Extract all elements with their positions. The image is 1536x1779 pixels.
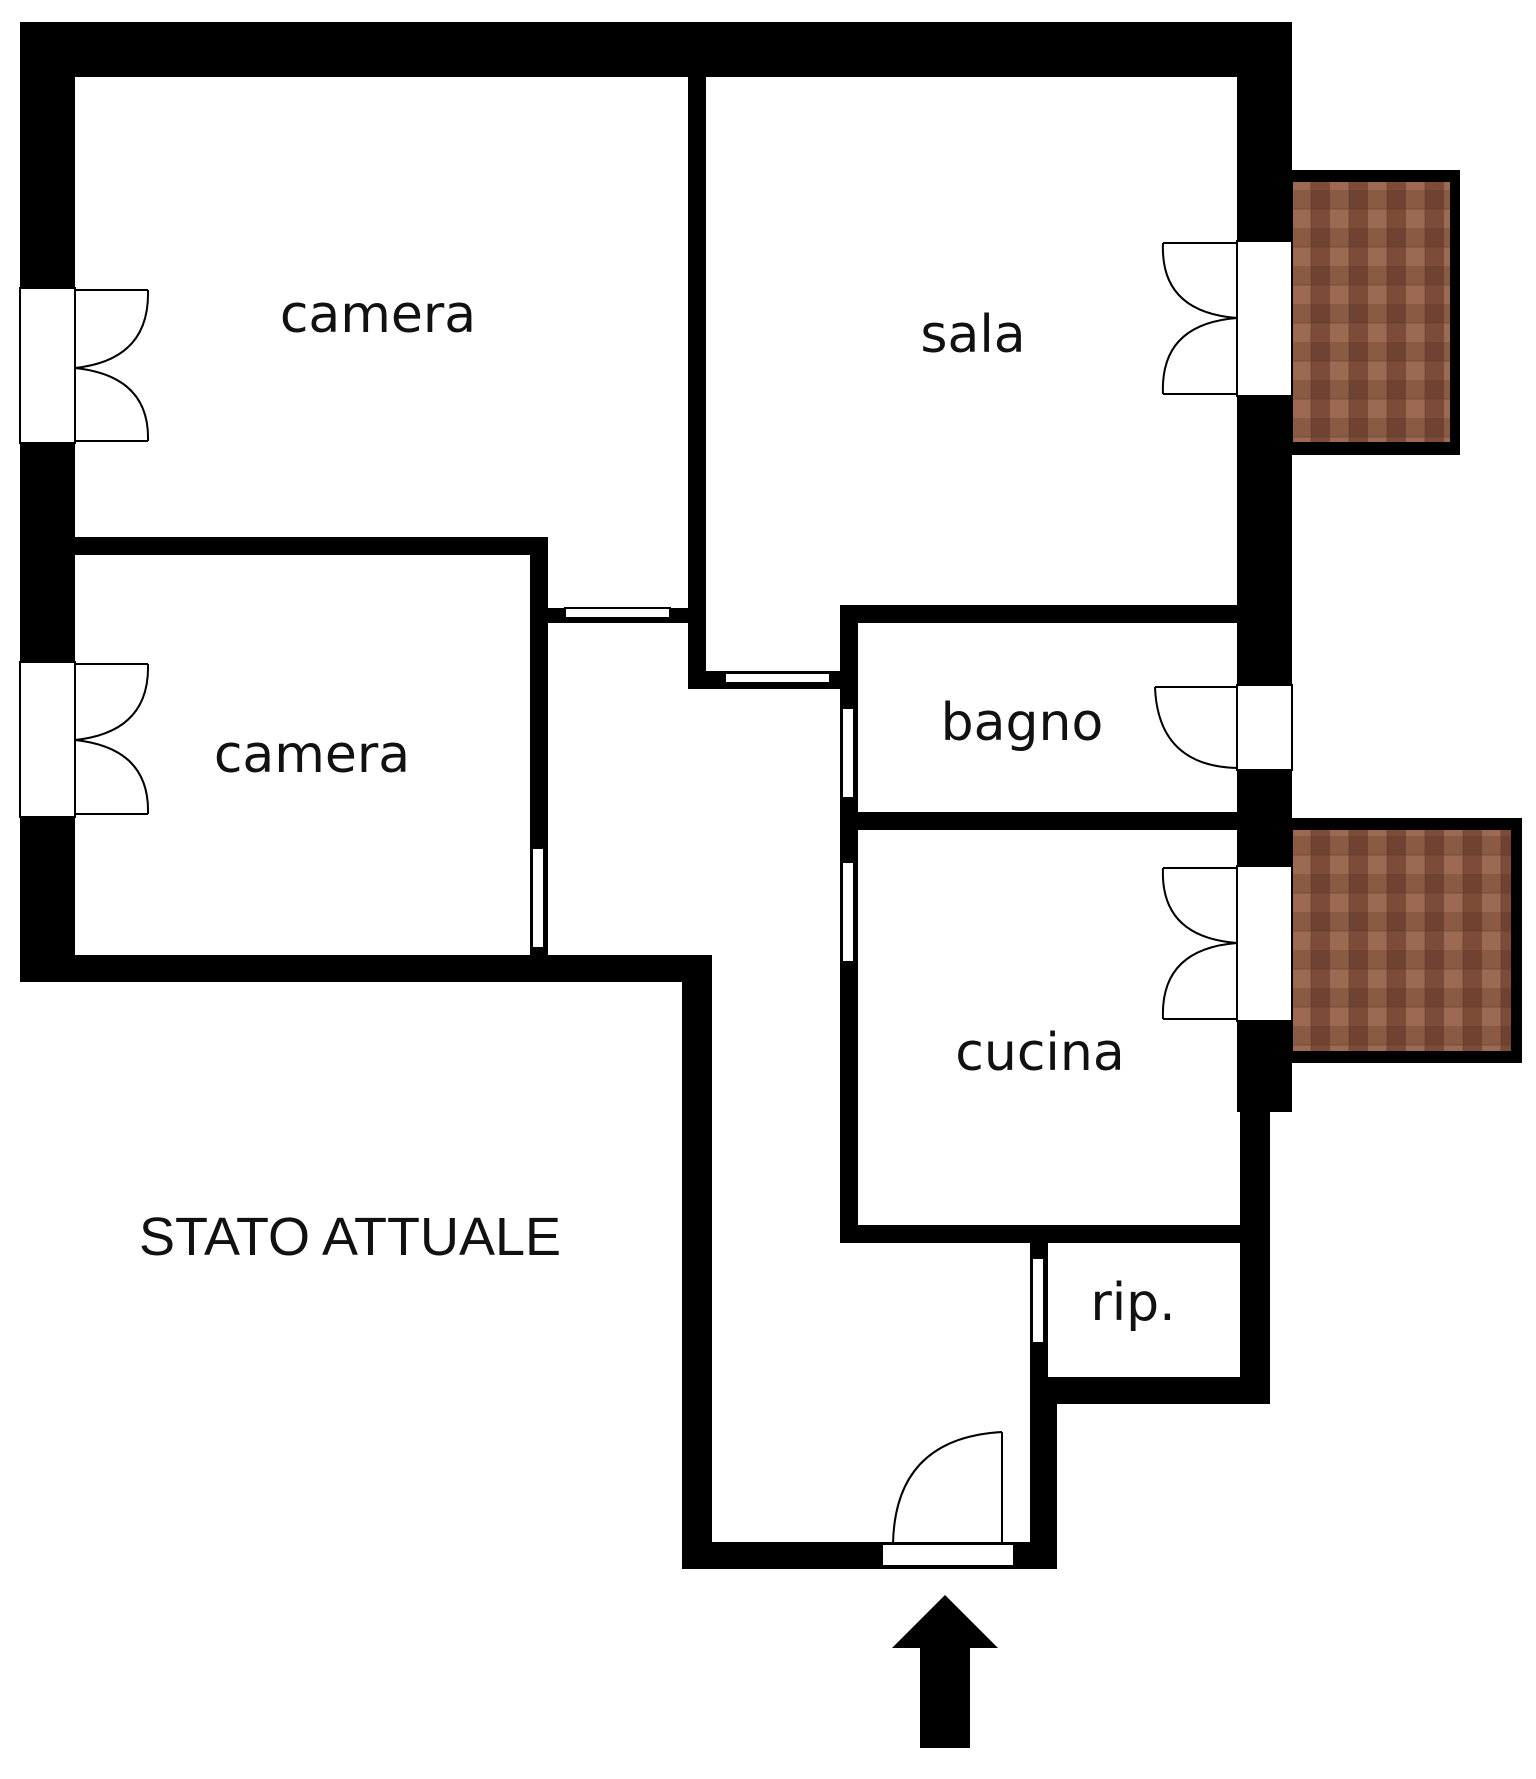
room-label-sala: sala <box>920 305 1025 365</box>
door-opening-rip <box>1031 1257 1045 1344</box>
window-sala <box>1236 240 1293 397</box>
door-swing-entrance <box>892 1431 1003 1545</box>
balcony-cucina <box>1285 818 1522 1063</box>
room-label-bagno: bagno <box>941 693 1104 753</box>
door-opening-camera-bottom <box>531 847 545 949</box>
room-label-camera-bottom: camera <box>214 725 410 785</box>
entrance-threshold <box>881 1543 1015 1567</box>
door-swing-camera-bottom <box>74 663 150 815</box>
window-camera-top <box>19 287 76 444</box>
room-label-camera-top: camera <box>280 285 476 345</box>
door-opening-camera-top <box>564 607 671 619</box>
room-label-cucina: cucina <box>955 1023 1124 1083</box>
balcony-sala <box>1285 170 1460 455</box>
plan-title: STATO ATTUALE <box>139 1207 561 1267</box>
room-label-rip: rip. <box>1090 1273 1175 1333</box>
arrow-up-icon <box>892 1595 998 1748</box>
door-swing-cucina <box>1161 867 1238 1020</box>
window-camera-bottom <box>19 661 76 818</box>
door-swing-sala <box>1161 242 1238 395</box>
window-bagno <box>1236 684 1293 771</box>
door-opening-bagno <box>841 707 855 799</box>
walls <box>20 22 1292 1569</box>
door-swing-camera-top <box>74 289 150 442</box>
window-cucina <box>1236 865 1293 1022</box>
door-opening-cucina <box>841 861 855 963</box>
door-swing-bagno <box>1154 686 1238 769</box>
door-opening-sala <box>724 672 831 684</box>
